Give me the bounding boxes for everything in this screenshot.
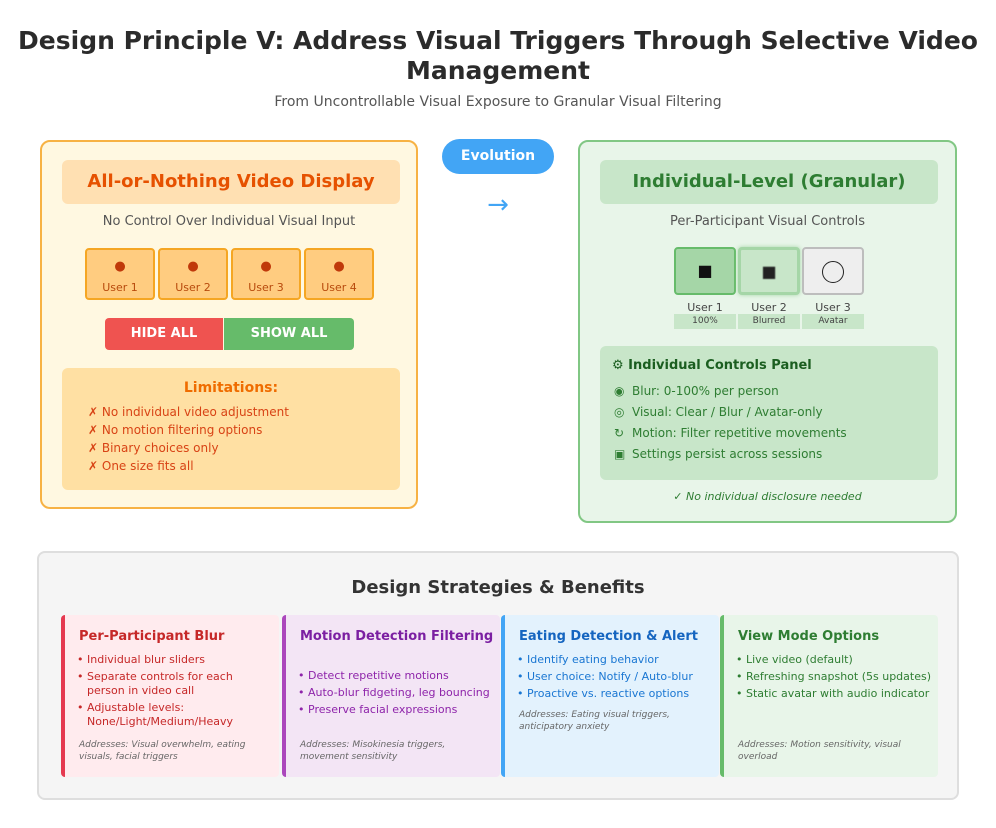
- strategy-item: Individual blur sliders: [77, 653, 273, 667]
- strategy-item: Detect repetitive motions: [298, 669, 494, 683]
- limitation-item: ✗ Binary choices only: [88, 441, 219, 455]
- strategy-item: Separate controls for each person in vid…: [77, 670, 273, 698]
- user-state: 100%: [674, 314, 736, 329]
- user-label: User 1: [102, 281, 138, 294]
- user-tile-blurred[interactable]: ■: [738, 247, 800, 295]
- strategy-item: Adjustable levels: None/Light/Medium/Hea…: [77, 701, 273, 729]
- page-subtitle: From Uncontrollable Visual Exposure to G…: [274, 94, 722, 110]
- limitation-item: ✗ No individual video adjustment: [88, 405, 289, 419]
- granular-panel: Individual-Level (Granular) Per-Particip…: [578, 140, 957, 523]
- person-icon: ■: [761, 262, 777, 281]
- person-icon: ●: [187, 259, 199, 274]
- control-label: Visual: Clear / Blur / Avatar-only: [632, 405, 823, 419]
- limitation-item: ✗ One size fits all: [88, 459, 194, 473]
- hide-all-button[interactable]: HIDE ALL: [105, 318, 223, 350]
- control-item[interactable]: ↻ Motion: Filter repetitive movements: [614, 426, 847, 440]
- user-label: User 3: [248, 281, 284, 294]
- person-icon: ●: [260, 259, 272, 274]
- all-or-nothing-panel: All-or-Nothing Video Display No Control …: [40, 140, 418, 509]
- controls-panel: ⚙ Individual Controls Panel ◉ Blur: 0-100…: [600, 346, 938, 480]
- strategy-addresses: Addresses: Eating visual triggers, antic…: [519, 710, 670, 732]
- strategy-title: Motion Detection Filtering: [300, 629, 494, 644]
- strategy-title: View Mode Options: [738, 629, 880, 644]
- control-item[interactable]: ◉ Blur: 0-100% per person: [614, 384, 779, 398]
- control-item[interactable]: ▣ Settings persist across sessions: [614, 447, 822, 461]
- page-title: Design Principle V: Address Visual Trigg…: [18, 26, 978, 85]
- user-label: User 3: [815, 301, 851, 314]
- user-label: User 4: [321, 281, 357, 294]
- granular-title: Individual-Level (Granular): [600, 160, 938, 204]
- strategy-item: Auto-blur fidgeting, leg bouncing: [298, 686, 494, 700]
- user-tile: ● User 2: [158, 248, 228, 300]
- user-label: User 2: [175, 281, 211, 294]
- strategy-card: Per-Participant Blur Individual blur sli…: [61, 615, 279, 777]
- strategy-item: Refreshing snapshot (5s updates): [736, 670, 932, 684]
- strategies-title: Design Strategies & Benefits: [351, 577, 645, 598]
- strategy-item: User choice: Notify / Auto-blur: [517, 670, 713, 684]
- strategy-card: Eating Detection & Alert Identify eating…: [501, 615, 719, 777]
- strategy-addresses: Addresses: Visual overwhelm, eating visu…: [79, 740, 246, 762]
- strategy-card: Motion Detection Filtering Detect repeti…: [282, 615, 500, 777]
- strategy-item: Static avatar with audio indicator: [736, 687, 932, 701]
- control-label: Blur: 0-100% per person: [632, 384, 779, 398]
- strategy-list: Live video (default) Refreshing snapshot…: [736, 653, 932, 704]
- user-tile-avatar[interactable]: [802, 247, 864, 295]
- user-tile-clear[interactable]: ■: [674, 247, 736, 295]
- user-state: Blurred: [738, 314, 800, 329]
- strategy-title: Per-Participant Blur: [79, 629, 225, 644]
- user-tile: ● User 1: [85, 248, 155, 300]
- controls-panel-title: ⚙ Individual Controls Panel: [612, 358, 812, 373]
- arrow-right-icon: →: [487, 190, 509, 220]
- strategy-title: Eating Detection & Alert: [519, 629, 698, 644]
- user-tile: ● User 3: [231, 248, 301, 300]
- control-item[interactable]: ◎ Visual: Clear / Blur / Avatar-only: [614, 405, 823, 419]
- person-icon: ■: [697, 261, 713, 280]
- strategy-card: View Mode Options Live video (default) R…: [720, 615, 938, 777]
- user-label: User 2: [751, 301, 787, 314]
- strategy-item: Identify eating behavior: [517, 653, 713, 667]
- control-label: Settings persist across sessions: [632, 447, 823, 461]
- disclosure-note: ✓ No individual disclosure needed: [673, 490, 862, 503]
- circle-avatar-icon: [822, 260, 844, 283]
- strategy-list: Detect repetitive motions Auto-blur fidg…: [298, 669, 494, 720]
- strategy-list: Individual blur sliders Separate control…: [77, 653, 273, 732]
- refresh-icon: ↻: [614, 426, 625, 440]
- limitations-box: Limitations: ✗ No individual video adjus…: [62, 368, 400, 490]
- person-icon: ●: [114, 259, 126, 274]
- strategy-addresses: Addresses: Misokinesia triggers, movemen…: [300, 740, 446, 762]
- target-icon: ◎: [614, 405, 625, 419]
- strategy-item: Proactive vs. reactive options: [517, 687, 713, 701]
- limitation-item: ✗ No motion filtering options: [88, 423, 263, 437]
- person-icon: ●: [333, 259, 345, 274]
- evolution-badge: Evolution: [442, 139, 554, 174]
- limitations-title: Limitations:: [183, 380, 279, 396]
- user-label: User 1: [687, 301, 723, 314]
- all-or-nothing-subtitle: No Control Over Individual Visual Input: [102, 214, 356, 229]
- save-icon: ▣: [614, 447, 626, 461]
- radio-icon: ◉: [614, 384, 625, 398]
- all-or-nothing-title: All-or-Nothing Video Display: [62, 160, 400, 204]
- strategy-item: Preserve facial expressions: [298, 703, 494, 717]
- user-state: Avatar: [802, 314, 864, 329]
- granular-subtitle: Per-Participant Visual Controls: [669, 214, 865, 229]
- strategy-addresses: Addresses: Motion sensitivity, visual ov…: [738, 740, 901, 762]
- strategy-list: Identify eating behavior User choice: No…: [517, 653, 713, 704]
- control-label: Motion: Filter repetitive movements: [632, 426, 847, 440]
- strategy-item: Live video (default): [736, 653, 932, 667]
- user-tile: ● User 4: [304, 248, 374, 300]
- strategies-section: Design Strategies & Benefits Per-Partici…: [37, 551, 959, 800]
- show-all-button[interactable]: SHOW ALL: [224, 318, 354, 350]
